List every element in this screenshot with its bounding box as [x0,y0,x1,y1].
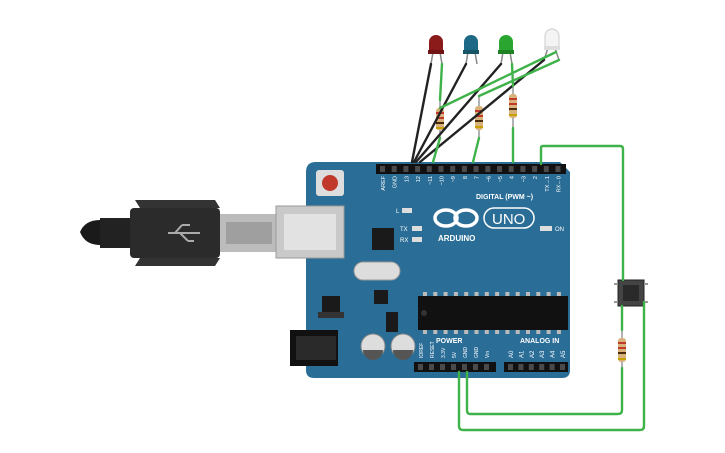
digital-pin-hole[interactable] [520,166,526,172]
digital-pin-label: TX→1 [545,176,551,192]
led-l-label: L [396,209,400,215]
wire-green [431,136,442,164]
usb-chip [372,228,394,250]
digital-pin-label: ~9 [451,176,457,182]
digital-pin-hole[interactable] [380,166,385,172]
analog-pin-label: A5 [561,350,567,358]
analog-pin-hole[interactable] [528,364,534,370]
analog-pin-label: A4 [551,350,557,358]
wire-black [410,62,433,164]
power-pin-label: GND [463,347,469,359]
digital-pin-label: 2 [533,176,539,179]
power-pin-label: GND [474,347,480,359]
digital-pin-hole[interactable] [450,166,456,172]
wire-green [457,300,646,432]
led-rx-label: RX [400,238,408,244]
analog-header [504,362,568,372]
digital-pin-label: 4 [510,176,516,179]
digital-pin-hole[interactable] [497,166,502,172]
analog-pin-label: A2 [530,350,536,358]
digital-pin-label: RX←0 [557,176,563,192]
wire-green [510,62,515,88]
brand-label: ARDUINO [438,234,475,243]
digital-pin-label: ~10 [440,176,446,185]
wire-green [465,366,624,416]
analog-pin-label: A1 [519,350,525,358]
ic-pins [423,292,561,334]
pushbutton[interactable] [614,279,648,307]
digital-pin-hole[interactable] [415,166,421,172]
usb-icon [168,224,200,242]
digital-pin-label: 8 [463,176,469,179]
analog-pin-label: A3 [540,350,546,358]
power-pin-hole[interactable] [451,364,456,370]
digital-pin-hole[interactable] [485,166,491,172]
power-pin-hole[interactable] [473,364,478,370]
power-header-label: POWER [436,338,462,345]
power-pin-label: IOREF [419,343,425,358]
resistor[interactable] [509,86,517,128]
wires [410,50,646,432]
power-pin-label: 3.3V [441,347,447,358]
wire-black [414,62,503,164]
power-pin-hole[interactable] [440,364,445,370]
digital-pin-label: 13 [404,176,410,182]
power-pin-hole[interactable] [462,364,467,370]
digital-pin-hole[interactable] [473,166,479,172]
voltage-regulator [322,296,340,312]
digital-pin-label: ~11 [428,176,434,185]
digital-pin-label: 7 [475,176,481,179]
analog-pin-hole[interactable] [560,364,565,370]
analog-pin-hole[interactable] [518,364,524,370]
power-pin-label: 5V [452,351,458,358]
model-label: UNO [492,211,525,228]
digital-pin-hole[interactable] [543,166,549,172]
digital-pin-hole[interactable] [508,166,514,172]
resistor[interactable] [618,330,626,368]
digital-header-label: DIGITAL (PWM ~) [476,194,533,201]
analog-pin-hole[interactable] [549,364,555,370]
analog-pin-hole[interactable] [508,364,513,370]
digital-header [376,164,566,174]
power-pin-label: Vin [485,351,491,358]
digital-pin-hole[interactable] [438,166,444,172]
wire-green [438,62,444,102]
led-red[interactable] [428,35,444,65]
analog-header-label: ANALOG IN [520,338,559,345]
analog-pin-label: A0 [509,350,515,358]
wire-green [471,136,481,164]
board-leds: L TX RX ON [396,208,564,244]
arduino-logo: ARDUINO UNO [433,207,535,243]
digital-pin-label: ~5 [498,176,504,182]
digital-pin-hole[interactable] [461,166,467,172]
digital-pin-label: 12 [416,176,422,182]
led-green[interactable] [498,35,514,65]
atmega-chip [418,296,568,330]
digital-pin-hole[interactable] [426,166,432,172]
digital-pin-hole[interactable] [391,166,397,172]
crystal [353,261,401,281]
power-pin-hole[interactable] [429,364,434,370]
wire-green [477,58,561,98]
analog-pin-hole[interactable] [539,364,545,370]
digital-pin-hole[interactable] [403,166,409,172]
digital-pin-label: GND [393,176,399,188]
digital-pin-label: ~6 [486,176,492,182]
power-pin-label: RESET [430,341,436,358]
digital-pin-label: ~3 [521,176,527,182]
arduino-uno-board[interactable]: L TX RX ON ARDUINO UNO AREF GND 13 12 ~11 ~10… [275,162,570,378]
digital-pin-label: AREF [381,175,387,190]
usb-cable[interactable] [80,200,278,266]
digital-pin-hole[interactable] [532,166,538,172]
wire-black [412,62,468,164]
power-pin-hole[interactable] [484,364,489,370]
power-pin-hole[interactable] [418,364,423,370]
wire-green [539,144,625,282]
led-blue[interactable] [463,35,479,65]
wire-green [438,50,558,110]
led-on-label: ON [555,227,564,233]
digital-pin-hole[interactable] [555,166,561,172]
led-tx-label: TX [400,227,408,233]
